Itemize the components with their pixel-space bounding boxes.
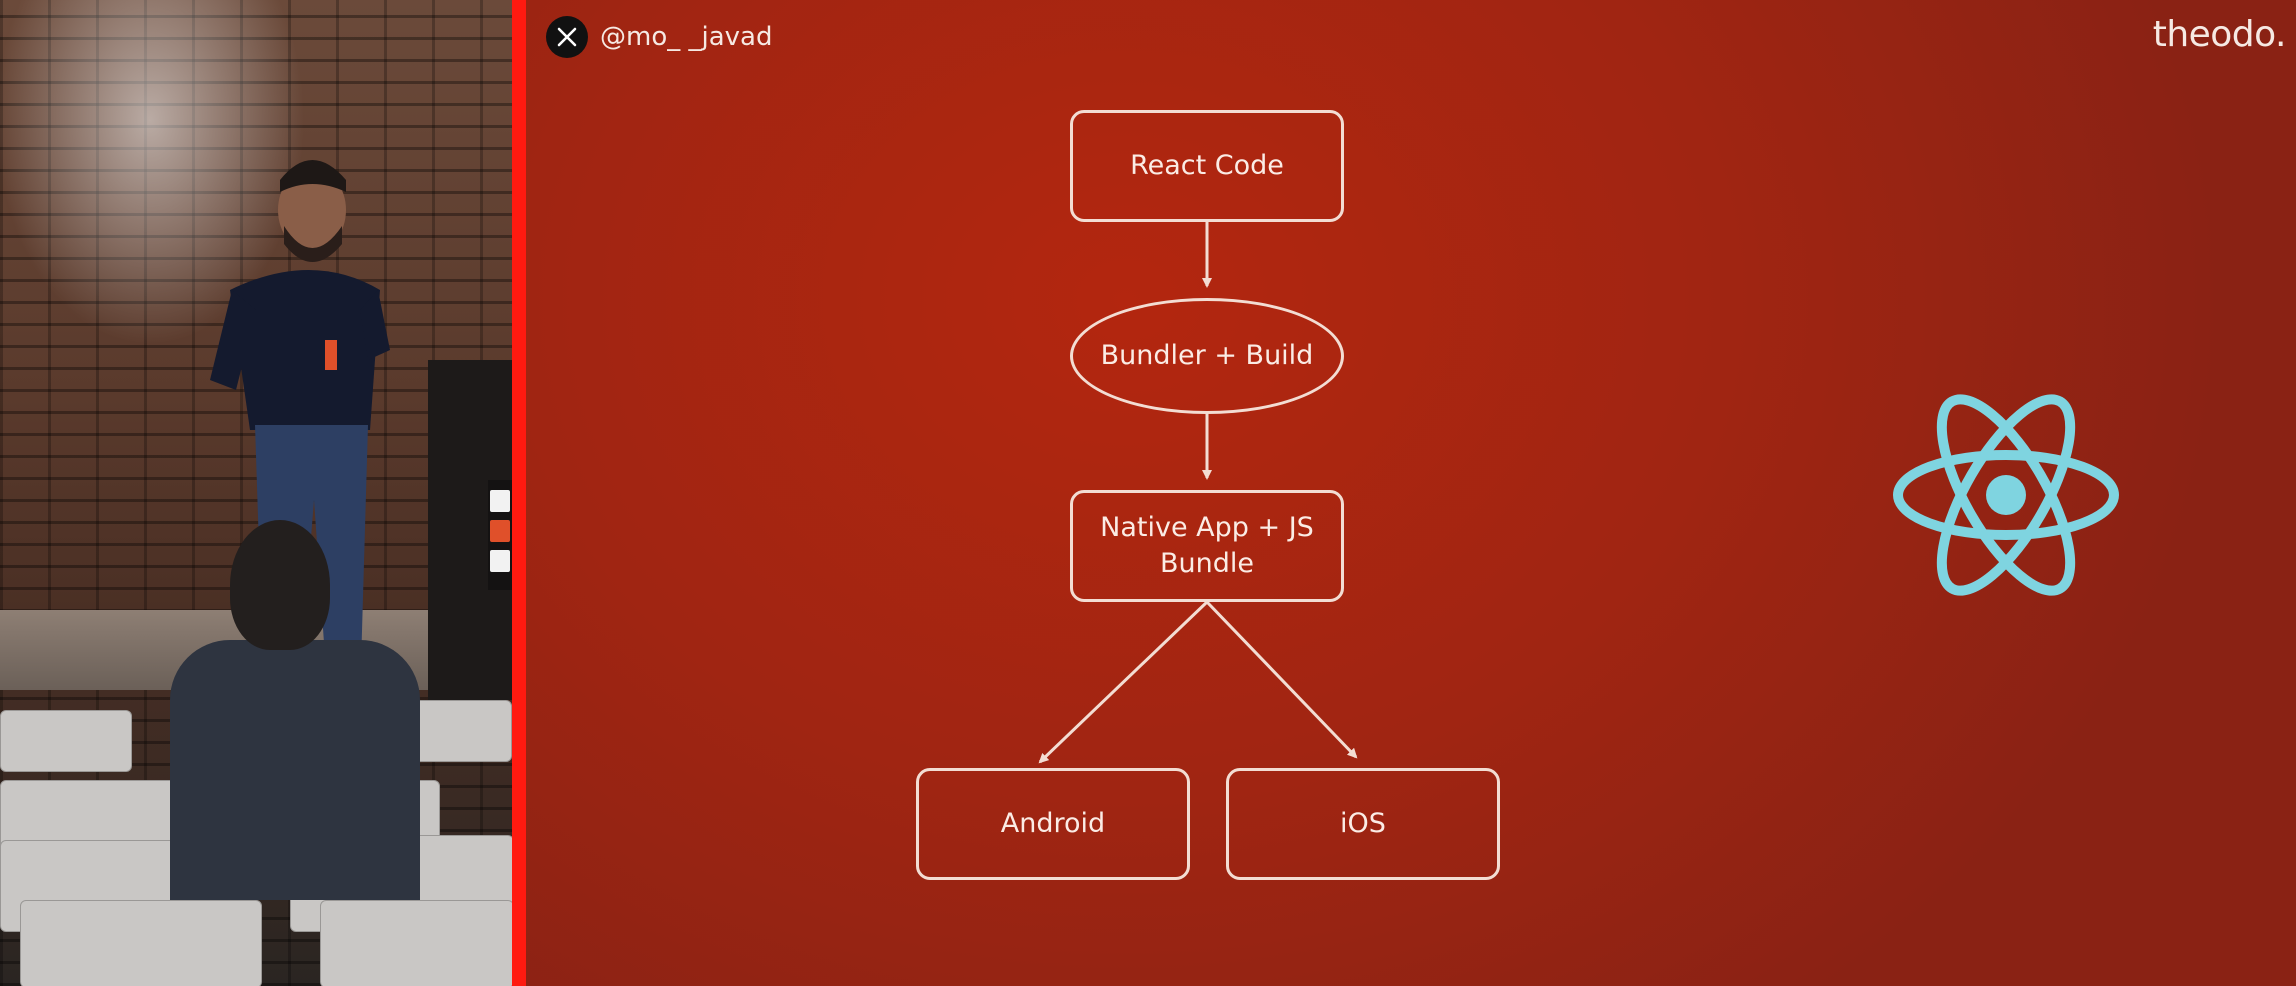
audience-member-body (170, 640, 420, 900)
social-handle: @mo_ _javad (546, 16, 772, 58)
audience-seat (20, 900, 262, 986)
handle-text: @mo_ _javad (600, 22, 773, 52)
panel-divider (512, 0, 526, 986)
brand-logo: theodo. (2152, 14, 2287, 55)
presentation-slide: @mo_ _javad theodo. React Code Bundler +… (526, 0, 2296, 986)
arrow-native-to-android (1038, 600, 1209, 764)
react-logo-icon (1893, 394, 2119, 596)
flow-arrows (1038, 222, 1358, 764)
arrow-native-to-ios (1205, 600, 1358, 759)
native-app-bundle-node: Native App + JS Bundle (1070, 490, 1344, 602)
react-code-node: React Code (1070, 110, 1344, 222)
ios-node: iOS (1226, 768, 1500, 880)
bundler-build-node: Bundler + Build (1070, 298, 1344, 414)
android-node: Android (916, 768, 1190, 880)
podium-sign (488, 480, 512, 590)
audience-seat (320, 900, 512, 986)
audience-member-head (230, 520, 330, 650)
audience-seat (0, 710, 132, 772)
speaker-camera-view (0, 0, 512, 986)
audience-seat (410, 700, 512, 762)
x-icon (546, 16, 588, 58)
